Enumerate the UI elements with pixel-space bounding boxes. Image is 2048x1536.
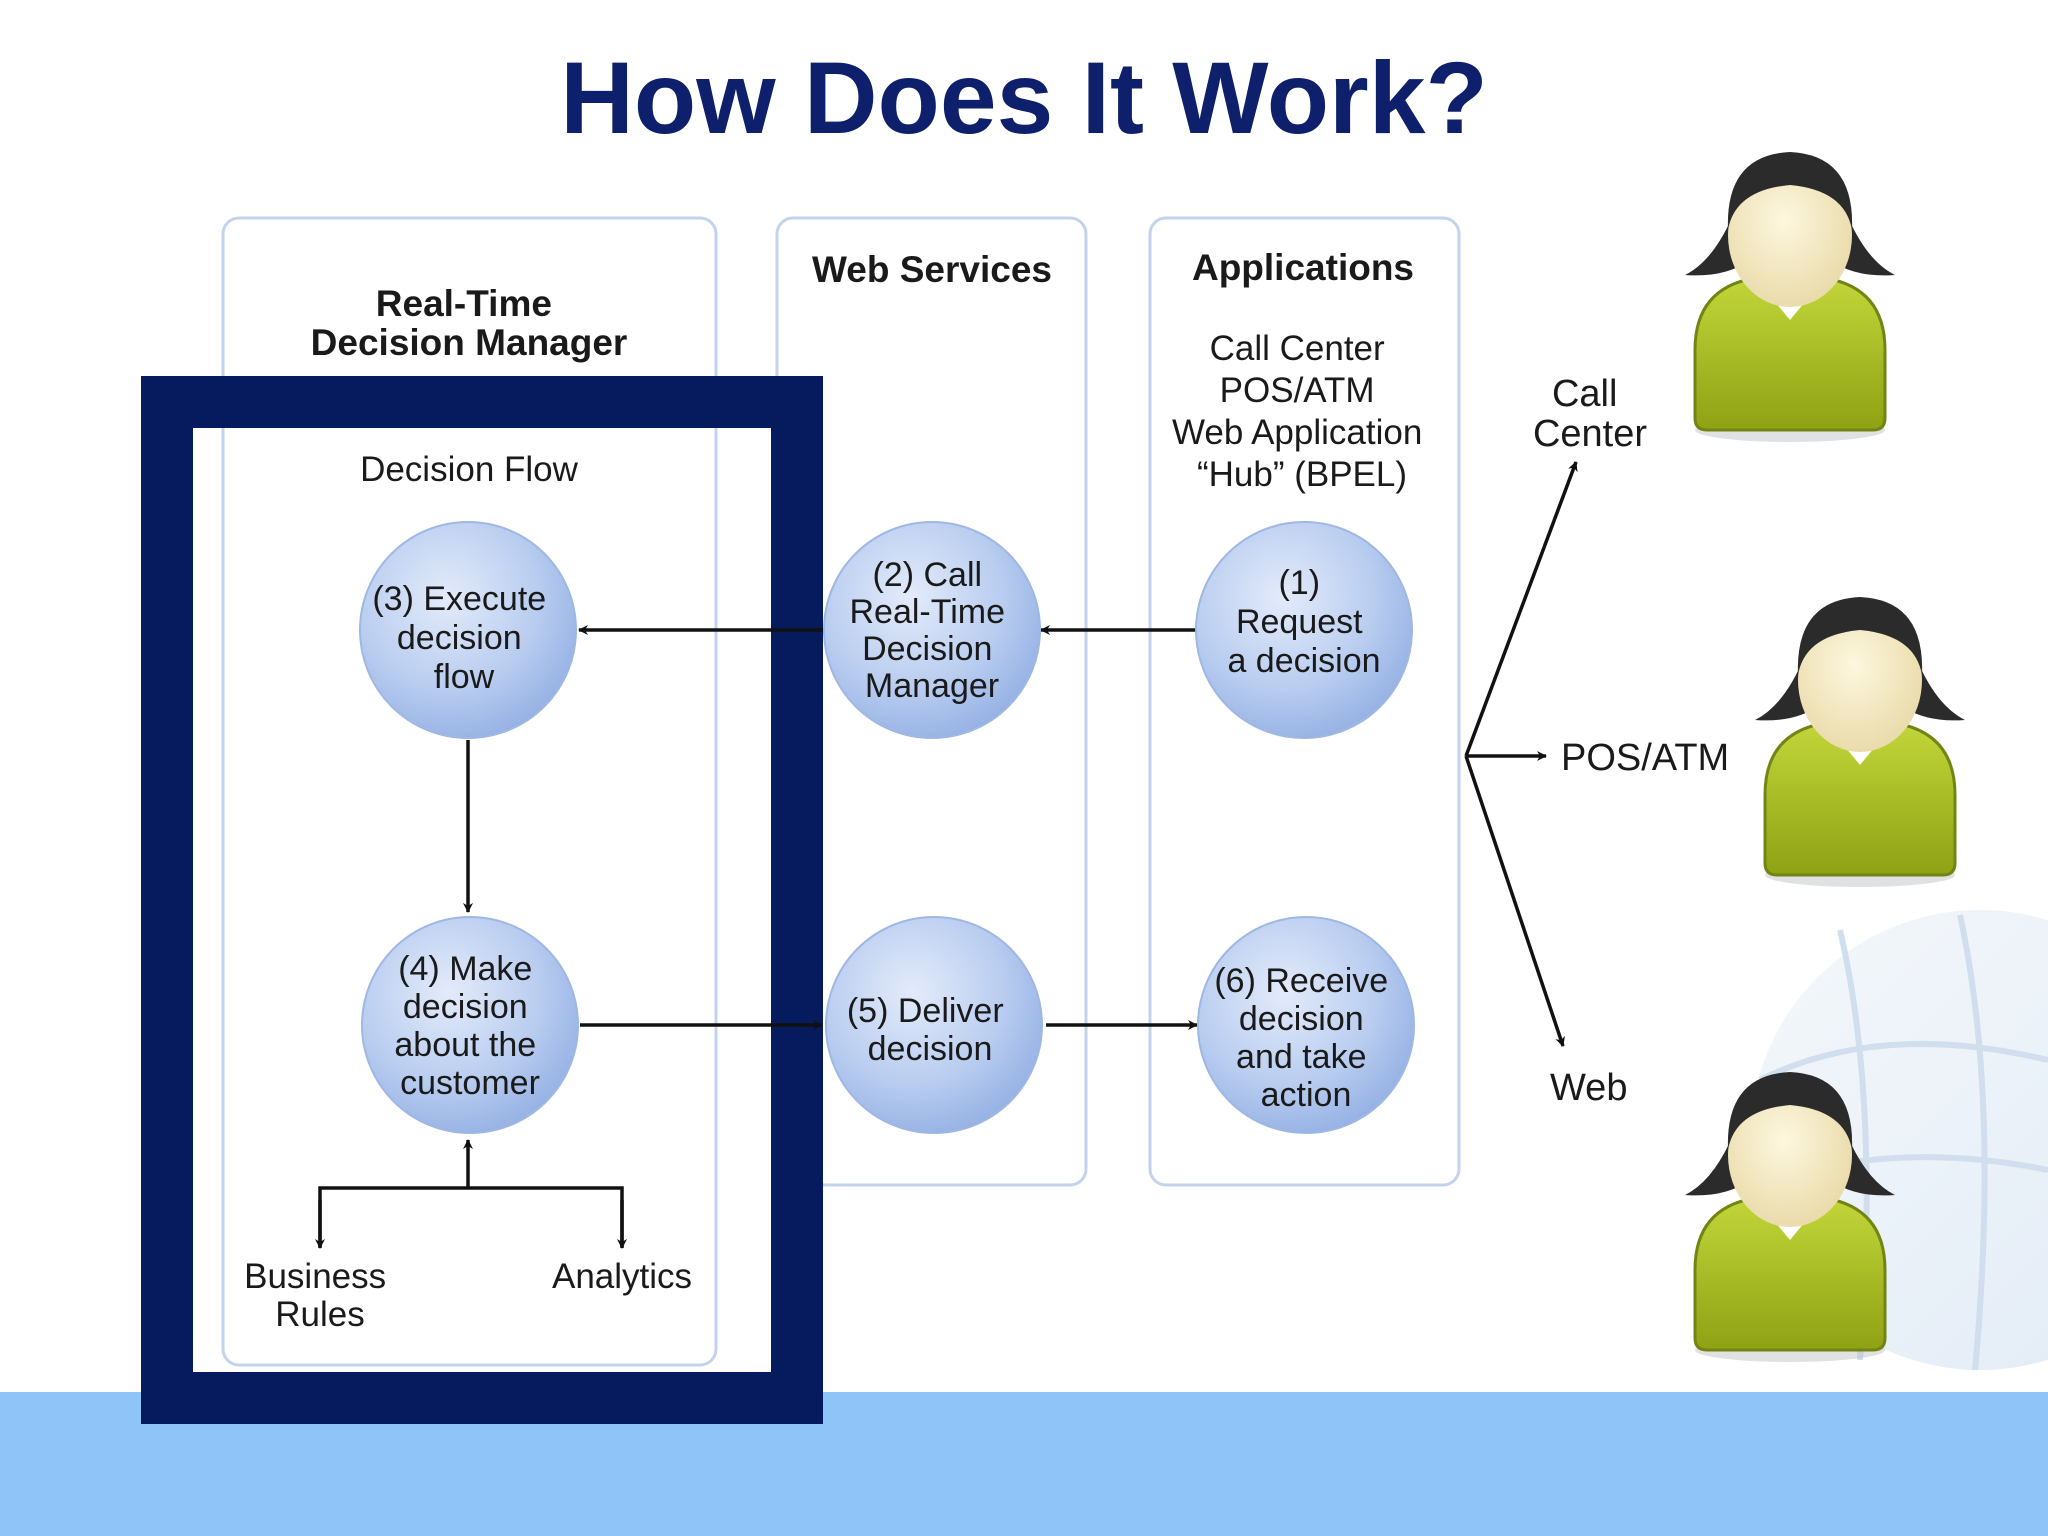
arrow-to-call-center [1464, 461, 1578, 757]
person-icon [1755, 597, 1965, 887]
arrow-to-web [1464, 755, 1565, 1047]
header-applications: Applications [1192, 247, 1414, 288]
channel-pos-atm: POS/ATM [1561, 737, 1729, 779]
flow-arrows [315, 461, 1578, 1249]
svg-text:(6) Receive decision: (6) Receive decision and take action [1214, 962, 1397, 1114]
analytics-label: Analytics [552, 1257, 692, 1296]
step-1: (1) Request a decision [1195, 521, 1413, 739]
page-title: How Does It Work? [560, 41, 1488, 155]
channel-web: Web [1550, 1067, 1627, 1109]
svg-text:(4) Make decision: (4) Make decision about the customer [394, 950, 545, 1102]
decision-flow-label: Decision Flow [360, 450, 579, 489]
step-3: (3) Execute decision flow [359, 521, 577, 739]
business-rules-label: Business Rules [244, 1257, 396, 1334]
applications-list: Call Center POS/ATM Web Application “Hub… [1172, 329, 1432, 494]
step-6: (6) Receive decision and take action [1197, 916, 1415, 1134]
step-4: (4) Make decision about the customer [361, 916, 579, 1134]
person-icon [1685, 1072, 1895, 1362]
channel-call-center: Call Center [1533, 373, 1647, 455]
header-web-services: Web Services [812, 249, 1052, 290]
svg-text:(2) Call Real-Time: (2) Call Real-Time Decision Manager [850, 556, 1015, 705]
highlight-frame [141, 376, 823, 1424]
person-icon [1685, 152, 1895, 442]
svg-text:(1) Request a: (1) Request a decision [1227, 564, 1380, 680]
svg-text:(5) Deliver decision: (5) Deliver decision [847, 992, 1013, 1068]
step-2: (2) Call Real-Time Decision Manager [823, 521, 1041, 739]
header-rtdm: Real-Time Decision Manager [311, 283, 628, 363]
svg-text:(3) Execute decision: (3) Execute decision flow [372, 580, 555, 696]
step-5: (5) Deliver decision [825, 916, 1043, 1134]
